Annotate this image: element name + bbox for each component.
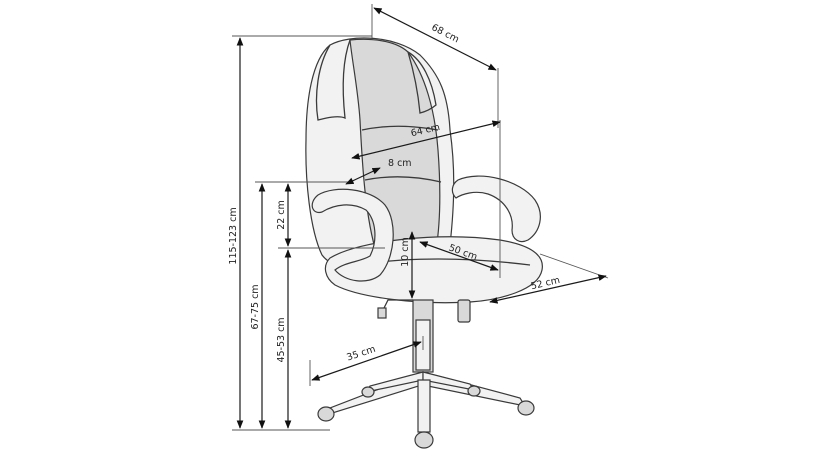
left-armrest <box>311 188 394 282</box>
total-height-label: 115-123 cm <box>228 207 239 264</box>
guide-seat-width <box>539 253 609 279</box>
caster-back-right <box>467 385 481 397</box>
seat-thickness-label: 10 cm <box>400 237 411 267</box>
caster-front <box>414 431 434 449</box>
backrest-width-line <box>351 120 501 160</box>
lever-knob <box>377 307 387 319</box>
lumbar-depth-line <box>345 167 381 185</box>
seat-width-line <box>489 274 607 304</box>
tilt-lever <box>381 299 413 313</box>
backrest-above-seat-label: 22 cm <box>276 200 287 230</box>
right-armrest <box>451 175 541 243</box>
caster-back-left <box>361 386 375 398</box>
base-radius-line <box>311 341 422 381</box>
five-star-base <box>324 371 527 433</box>
caster-wheels <box>317 385 535 449</box>
depth-line <box>373 7 497 71</box>
caster-left <box>317 406 335 422</box>
headrest-right-wing <box>407 51 437 114</box>
seat-depth-line <box>419 241 499 271</box>
seat-height-label: 45-53 cm <box>276 317 287 362</box>
lumbar-depth-label: 8 cm <box>388 158 412 169</box>
depth-label: 68 cm <box>429 22 460 45</box>
tension-knob <box>457 299 471 323</box>
armrest-height-label: 67-75 cm <box>250 284 261 329</box>
base-radius-label: 35 cm <box>345 344 377 364</box>
headrest-left-wing <box>315 39 351 121</box>
caster-right <box>517 400 535 416</box>
